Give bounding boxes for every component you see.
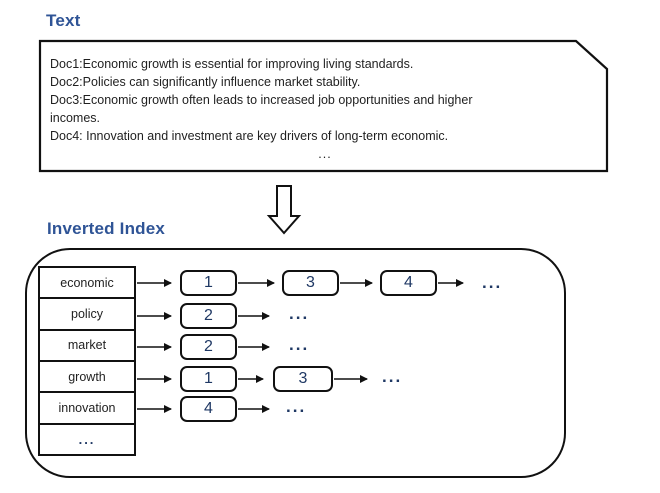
- document-text: Doc1:Economic growth is essential for im…: [50, 55, 600, 163]
- doc-line-1: Doc1:Economic growth is essential for im…: [50, 57, 414, 71]
- posting-box-policy-1: 2: [180, 303, 237, 329]
- posting-box-growth-2: 3: [273, 366, 333, 392]
- posting-box-economic-3: 4: [380, 270, 437, 296]
- postings-ellipsis-policy: ...: [289, 304, 310, 323]
- document-shape: [38, 39, 609, 173]
- postings-ellipsis-market: ...: [289, 335, 310, 354]
- term-cell-economic: economic: [40, 268, 134, 300]
- posting-box-innovation-1: 4: [180, 396, 237, 422]
- text-section-heading: Text: [46, 11, 81, 30]
- term-cell-policy: policy: [40, 299, 134, 331]
- postings-ellipsis-economic: ...: [482, 273, 503, 292]
- term-table: economic policy market growth innovation…: [38, 266, 136, 456]
- index-section-heading: Inverted Index: [47, 219, 166, 238]
- doc-line-4: incomes.: [50, 111, 101, 125]
- term-cell-innovation: innovation: [40, 393, 134, 425]
- down-arrow-icon: [266, 185, 302, 235]
- postings-ellipsis-growth: ...: [382, 367, 403, 386]
- doc-line-5: Doc4: Innovation and investment are key …: [50, 129, 449, 143]
- doc-line-3: Doc3:Economic growth often leads to incr…: [50, 93, 473, 107]
- index-container: [25, 248, 566, 478]
- term-cell-market: market: [40, 331, 134, 362]
- postings-ellipsis-innovation: ...: [286, 397, 307, 416]
- doc-ellipsis: ...: [318, 147, 332, 161]
- posting-box-economic-2: 3: [282, 270, 339, 296]
- doc-line-2: Doc2:Policies can significantly influenc…: [50, 75, 361, 89]
- term-cell-ellipsis: ...: [78, 431, 96, 447]
- arrow-lines: [137, 279, 464, 413]
- term-cell-growth: growth: [40, 362, 134, 394]
- posting-box-market-1: 2: [180, 334, 237, 360]
- posting-box-growth-1: 1: [180, 366, 237, 392]
- posting-box-economic-1: 1: [180, 270, 237, 296]
